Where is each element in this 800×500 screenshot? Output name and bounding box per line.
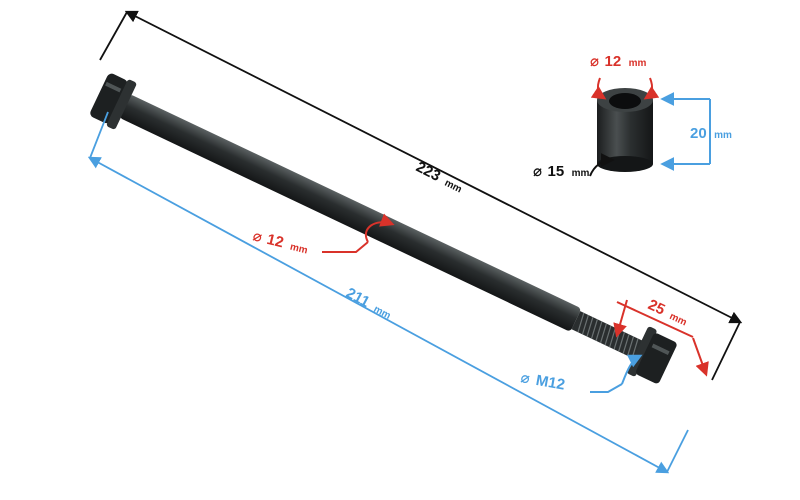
spacer <box>597 88 653 172</box>
spacer-height-label: 20 mm <box>690 125 732 142</box>
thread-length-label: 25 mm <box>645 296 690 329</box>
diameter-symbol-icon: ⌀ <box>519 369 531 387</box>
spacer-inner-diameter-label: ⌀ 12 mm <box>590 53 647 70</box>
thread-size-marker <box>590 354 643 393</box>
axle <box>90 73 677 384</box>
thread-size-label: ⌀ M12 <box>519 369 566 393</box>
diameter-symbol-icon: ⌀ <box>251 227 264 246</box>
spacer-outer-diameter-marker <box>589 153 615 177</box>
thread-section <box>571 311 644 361</box>
spacer-bore <box>609 93 641 109</box>
diameter-symbol-icon: ⌀ <box>533 163 542 180</box>
spacer-inner-diameter-marker <box>590 77 660 100</box>
axle-nut <box>627 326 677 384</box>
spacer-height-dimension <box>660 92 711 171</box>
shaft-length-dimension <box>87 111 689 474</box>
shaft-diameter-label: ⌀ 12 mm <box>251 227 310 257</box>
spacer-outer-diameter-label: ⌀ 15 mm <box>533 163 590 180</box>
diameter-symbol-icon: ⌀ <box>590 53 599 70</box>
thread-length-dimension <box>613 299 709 377</box>
overall-length-label: 223 mm <box>413 158 466 196</box>
shaft-diameter-marker <box>322 213 395 253</box>
shaft-length-label: 211 mm <box>343 285 395 323</box>
